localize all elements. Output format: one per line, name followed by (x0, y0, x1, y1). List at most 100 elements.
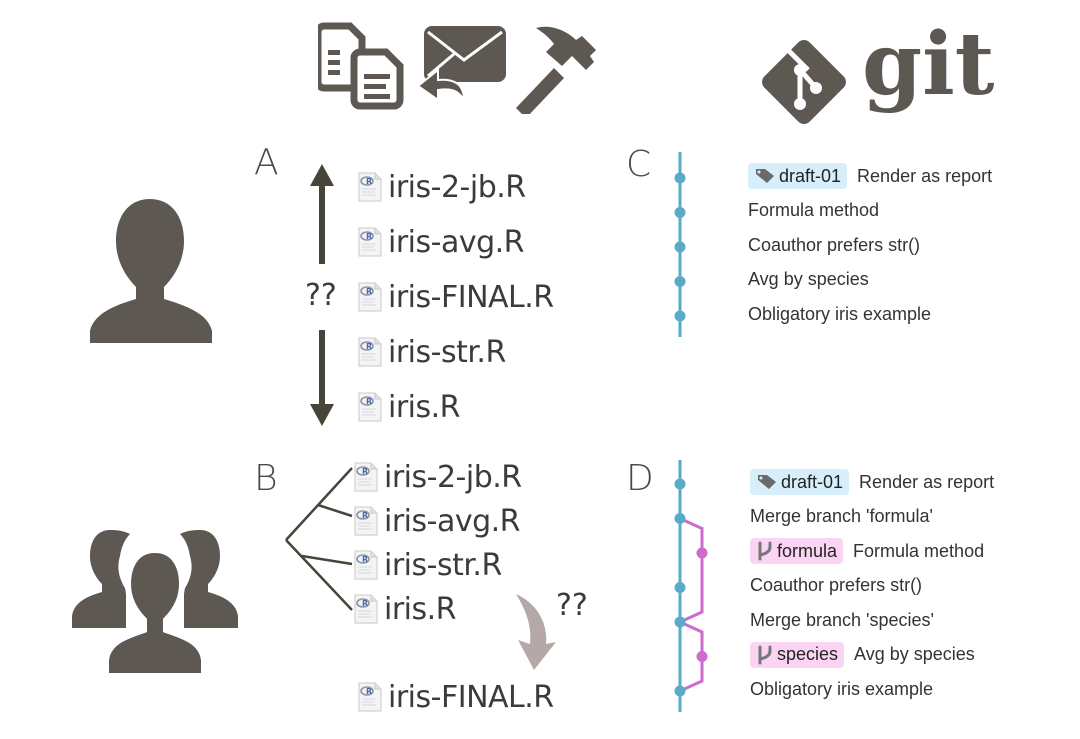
r-file-icon: R (354, 462, 378, 492)
commit-row[interactable]: Obligatory iris example (748, 300, 931, 328)
commit-row[interactable]: Formula method (748, 197, 879, 225)
commit-message: Merge branch 'formula' (750, 506, 933, 526)
panel-a-question: ?? (305, 278, 337, 313)
svg-text:R: R (366, 177, 372, 186)
commit-message: Obligatory iris example (750, 678, 934, 699)
svg-text:R: R (362, 511, 368, 520)
commit-row[interactable]: Coauthor prefers str() (750, 572, 922, 600)
r-file-icon: R (358, 682, 382, 712)
r-file-icon: R (358, 392, 382, 422)
commit-dot (674, 478, 686, 490)
branch-line (679, 517, 704, 624)
commit-message: Coauthor prefers str() (750, 575, 923, 595)
commit-dot (696, 651, 708, 662)
file-name: iris-avg.R (388, 224, 525, 260)
svg-text:R: R (366, 397, 372, 406)
up-arrow-icon (310, 164, 334, 264)
commit-message: Render as report (859, 471, 995, 492)
commit-dot (674, 207, 686, 218)
curved-arrow-icon (516, 594, 556, 670)
r-file-icon: R (358, 172, 382, 202)
commit-row[interactable]: draft-01 Render as report (750, 468, 994, 496)
down-arrow-icon (310, 330, 334, 426)
commit-message: Formula method (748, 200, 880, 220)
commit-message: Merge branch 'species' (750, 609, 934, 630)
file-name: iris-2-jb.R (384, 459, 522, 495)
badge-label: draft-01 (779, 165, 842, 186)
commit-message: Obligatory iris example (748, 303, 932, 324)
panel-a-letter: A (254, 142, 279, 183)
commit-dot (674, 513, 686, 524)
commit-message: Avg by species (748, 269, 869, 289)
commit-message: Formula method (853, 540, 985, 561)
r-file-icon: R (358, 282, 382, 312)
tag-icon (756, 169, 774, 183)
tag-icon (758, 475, 776, 489)
branch-icon (758, 645, 772, 664)
svg-text:R: R (362, 467, 368, 476)
commit-row[interactable]: formula Formula method (750, 537, 984, 565)
email-reply-icon (416, 26, 506, 104)
r-file-icon: R (358, 337, 382, 367)
file-name: iris-2-jb.R (388, 169, 526, 205)
file-name: iris-FINAL.R (388, 279, 554, 315)
group-icon (72, 530, 238, 679)
branch-badge[interactable]: species (750, 641, 845, 668)
commit-dot (674, 616, 686, 628)
file-name: iris-FINAL.R (388, 679, 554, 715)
commit-graph-d (674, 460, 708, 712)
panel-b-question: ?? (556, 588, 588, 623)
commit-dot (674, 582, 686, 593)
file-name: iris.R (388, 389, 461, 425)
file-name: iris-str.R (384, 547, 502, 583)
commit-dot (674, 310, 686, 322)
commit-dot (674, 276, 686, 287)
commit-row[interactable]: Obligatory iris example (750, 675, 933, 703)
commit-graph-c (674, 152, 686, 337)
r-file-icon: R (354, 550, 378, 580)
branch-icon (758, 541, 772, 561)
git-logo-text: git (862, 14, 995, 115)
r-file-icon: R (354, 594, 378, 624)
file-name: iris-str.R (388, 334, 506, 370)
svg-text:R: R (366, 687, 372, 696)
r-file-icon: R (358, 227, 382, 257)
commit-dot (674, 172, 686, 184)
file-name: iris.R (384, 591, 457, 627)
panel-b-result-file: R iris-FINAL.R (358, 678, 554, 716)
person-icon (90, 199, 212, 343)
panel-c-letter: C (626, 144, 652, 185)
svg-text:R: R (362, 555, 368, 564)
svg-text:R: R (366, 232, 372, 241)
branching-tree-lines (285, 467, 353, 611)
badge-label: draft-01 (781, 471, 844, 492)
tag-badge[interactable]: draft-01 (750, 469, 850, 495)
commit-dot (674, 685, 686, 697)
hammer-icon (516, 26, 596, 114)
copy-documents-icon (318, 22, 404, 110)
commit-row[interactable]: Avg by species (748, 266, 869, 294)
commit-row[interactable]: Merge branch 'formula' (750, 503, 933, 531)
commit-dot (674, 241, 686, 253)
tag-badge[interactable]: draft-01 (748, 163, 848, 189)
branch-badge[interactable]: formula (750, 538, 844, 564)
panel-b-letter: B (254, 458, 278, 499)
svg-text:R: R (366, 287, 372, 296)
commit-row[interactable]: Merge branch 'species' (750, 606, 934, 634)
r-file-icon: R (354, 506, 378, 536)
badge-label: species (777, 644, 839, 664)
commit-row[interactable]: Coauthor prefers str() (748, 231, 920, 259)
git-logo-icon (762, 40, 846, 124)
file-name: iris-avg.R (384, 503, 521, 539)
